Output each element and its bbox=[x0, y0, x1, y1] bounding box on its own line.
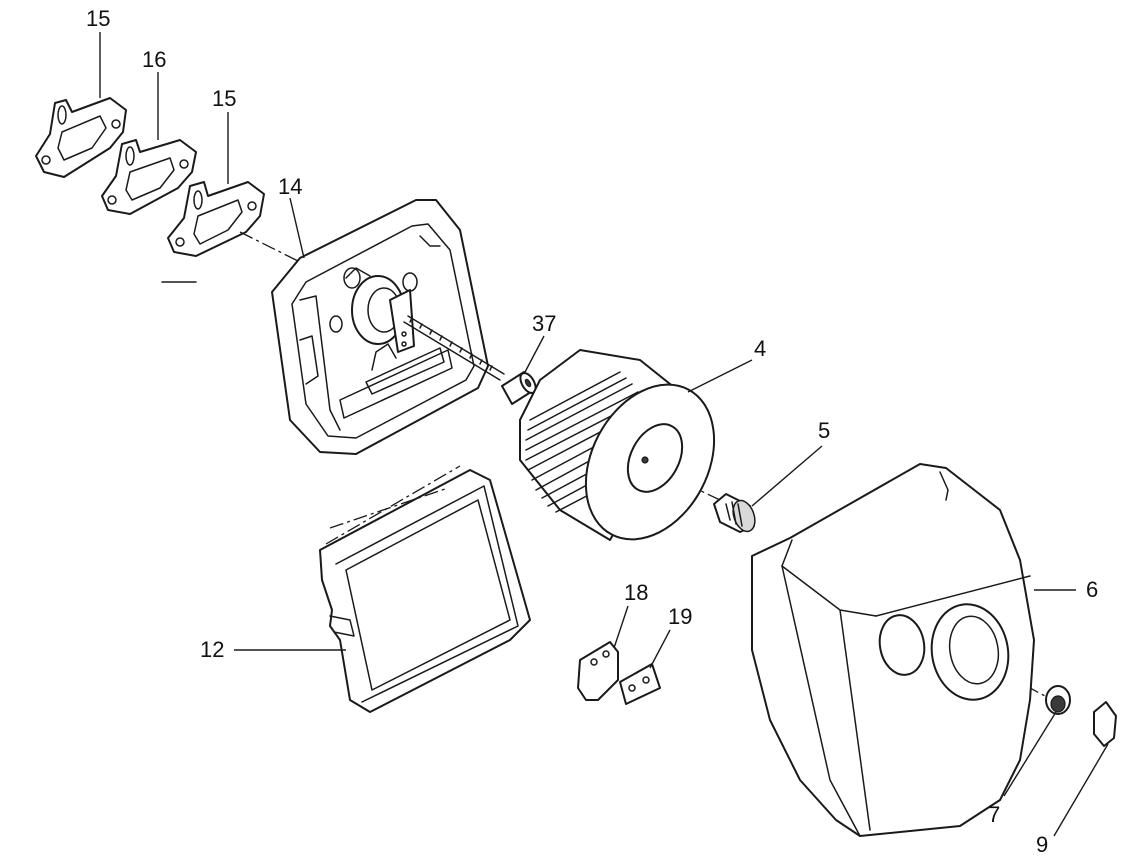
gasket-15-right bbox=[167, 181, 265, 257]
callout-14: 14 bbox=[278, 174, 302, 199]
leader-4 bbox=[687, 359, 753, 393]
callout-16: 16 bbox=[142, 47, 166, 72]
leader-5 bbox=[751, 445, 823, 507]
callout-4: 4 bbox=[754, 336, 766, 361]
cap-9 bbox=[1093, 701, 1117, 747]
callout-7: 7 bbox=[988, 802, 1000, 827]
spacer-37 bbox=[501, 371, 537, 405]
plate-19 bbox=[619, 663, 661, 705]
leader-37 bbox=[523, 335, 545, 375]
alignment-line-gaskets bbox=[239, 231, 301, 263]
gasket-15-left bbox=[35, 97, 127, 178]
air-filter-4 bbox=[519, 349, 716, 541]
callout-5: 5 bbox=[818, 418, 830, 443]
leader-7 bbox=[1003, 711, 1057, 797]
callout-18: 18 bbox=[624, 580, 648, 605]
air-box-base-14 bbox=[271, 199, 489, 455]
callout-37: 37 bbox=[532, 311, 556, 336]
callout-9: 9 bbox=[1036, 832, 1048, 857]
threaded-rod bbox=[403, 315, 505, 381]
callout-6: 6 bbox=[1086, 577, 1098, 602]
leader-9 bbox=[1053, 743, 1109, 837]
knob-7 bbox=[1045, 685, 1071, 715]
frame-seal-12 bbox=[319, 465, 531, 713]
leader-19 bbox=[649, 629, 671, 669]
leader-14 bbox=[289, 197, 305, 259]
air-filter-cover-6 bbox=[751, 463, 1035, 837]
leader-18 bbox=[613, 605, 629, 649]
gasket-16 bbox=[101, 139, 197, 215]
callout-15-left: 15 bbox=[86, 6, 110, 31]
knurled-nut-5 bbox=[713, 493, 756, 533]
callout-12: 12 bbox=[200, 637, 224, 662]
plate-18 bbox=[577, 641, 619, 701]
callout-15-right: 15 bbox=[212, 86, 236, 111]
callout-19: 19 bbox=[668, 604, 692, 629]
